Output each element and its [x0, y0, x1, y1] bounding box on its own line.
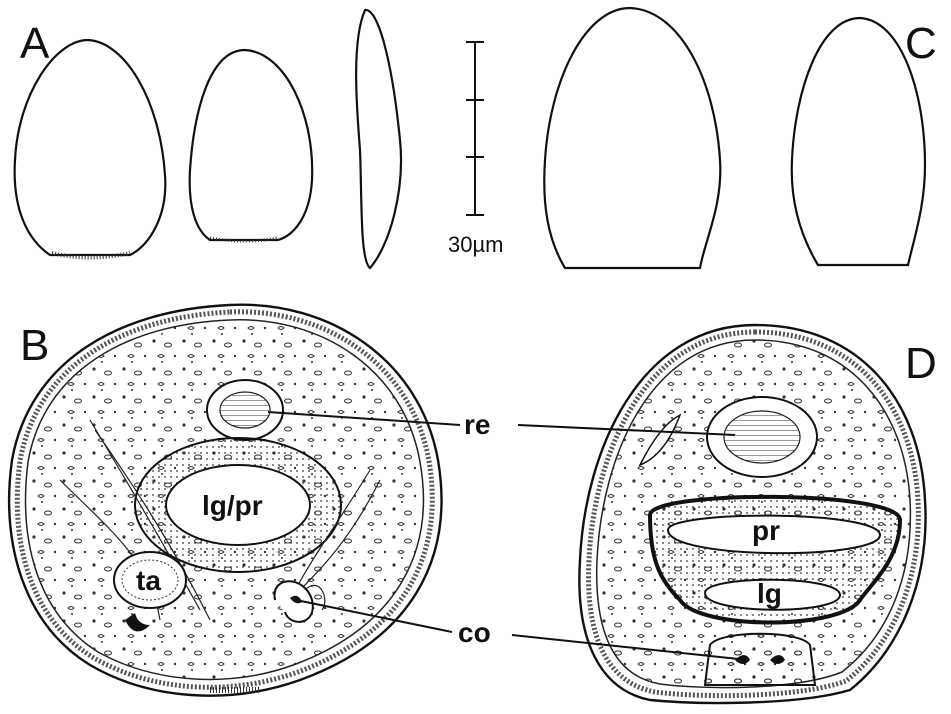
- label-co: co: [458, 617, 491, 648]
- panel-c-cells: [544, 8, 925, 268]
- cell-a1: [15, 40, 166, 255]
- connective-d: [705, 634, 815, 685]
- panel-label-a: A: [20, 19, 50, 68]
- cell-a3-side-view: [356, 10, 401, 268]
- panel-label-b: B: [20, 321, 49, 370]
- cell-a2: [190, 50, 313, 240]
- label-ta: ta: [136, 565, 161, 596]
- label-pr: pr: [752, 515, 780, 546]
- panel-label-d: D: [905, 339, 937, 388]
- cell-c1: [544, 8, 720, 268]
- panel-d-cross-section: [579, 325, 925, 703]
- scale-bar-label: 30µm: [448, 232, 503, 257]
- panel-a-cells: [15, 10, 401, 268]
- scale-bar: 30µm: [448, 42, 503, 257]
- label-lg: lg: [757, 578, 782, 609]
- label-re: re: [464, 409, 490, 440]
- panel-label-c: C: [905, 19, 937, 68]
- label-lg-pr: lg/pr: [202, 490, 263, 521]
